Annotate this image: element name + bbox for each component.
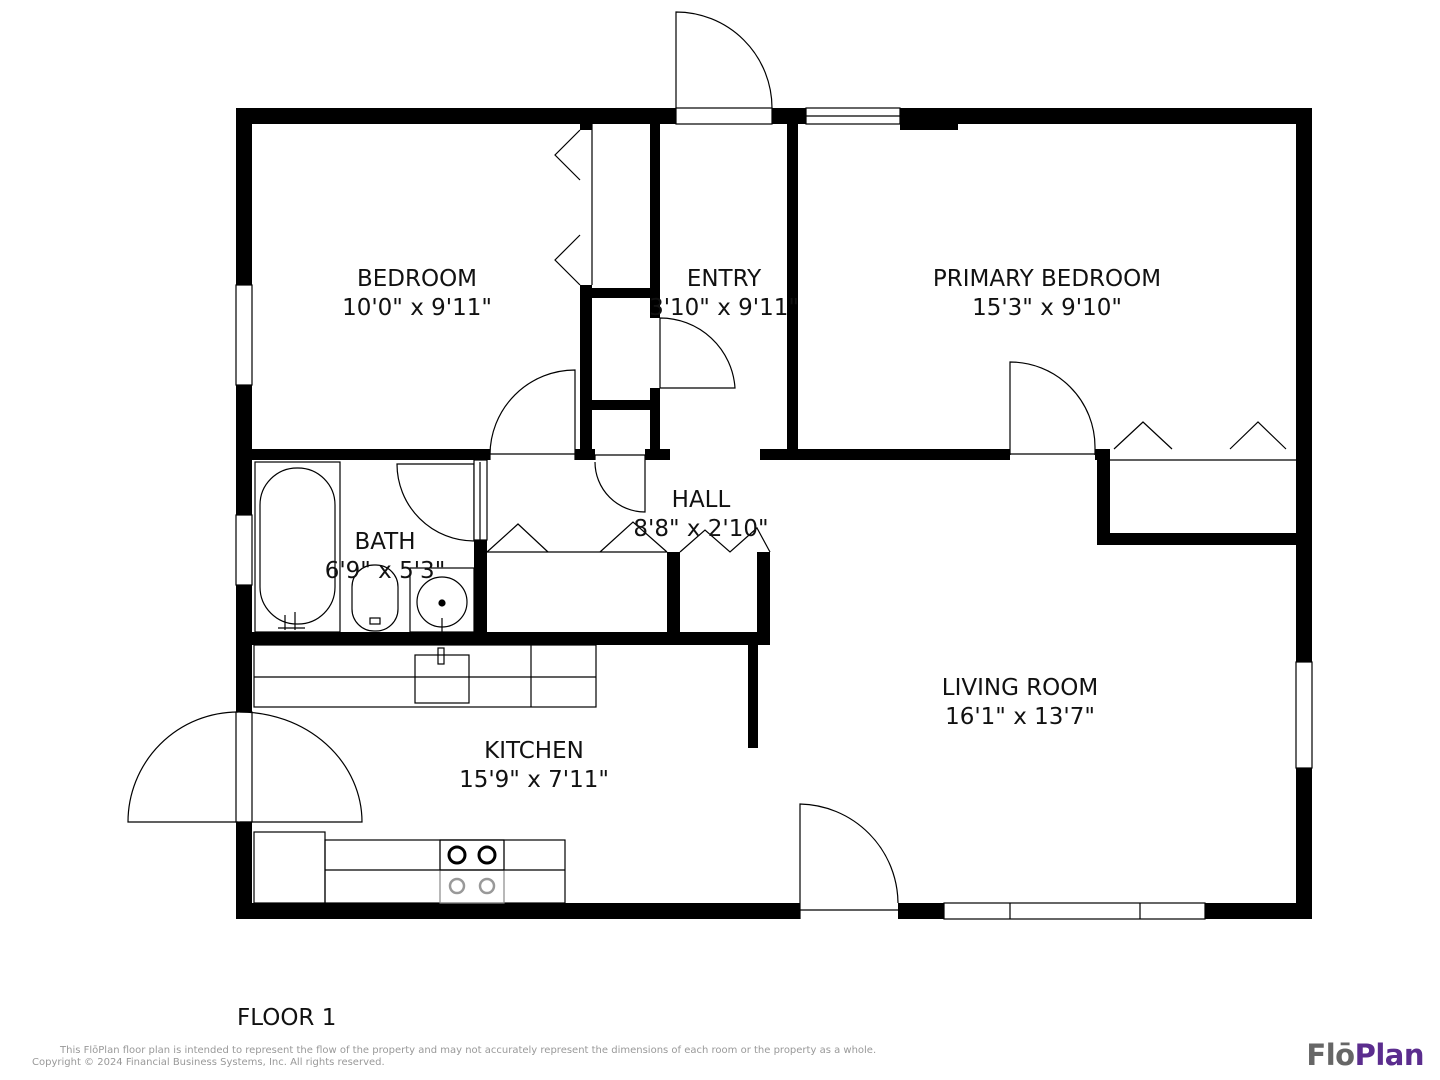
bathtub bbox=[254, 461, 341, 633]
closet-door bbox=[554, 129, 581, 286]
bedroom-door bbox=[489, 369, 576, 460]
room-name-bedroom: BEDROOM bbox=[357, 266, 477, 292]
disclaimer-text: This FlōPlan floor plan is intended to r… bbox=[60, 1045, 877, 1056]
room-dims-living-room: 16'1" x 13'7" bbox=[945, 704, 1095, 730]
fixtures bbox=[253, 461, 597, 904]
room-name-kitchen: KITCHEN bbox=[484, 738, 584, 764]
kitchen-sink bbox=[414, 654, 470, 704]
room-labels: BEDROOM 10'0" x 9'11" ENTRY 3'10" x 9'11… bbox=[325, 266, 1161, 793]
walls bbox=[236, 108, 1312, 919]
kitchen-counter bbox=[253, 644, 597, 708]
window bbox=[235, 514, 253, 586]
logo-part1: Flō bbox=[1306, 1038, 1355, 1072]
room-name-living-room: LIVING ROOM bbox=[942, 675, 1099, 701]
room-name-primary-bedroom: PRIMARY BEDROOM bbox=[933, 266, 1161, 292]
window bbox=[943, 902, 1206, 920]
entry-door bbox=[675, 11, 773, 109]
room-dims-primary-bedroom: 15'3" x 9'10" bbox=[972, 295, 1122, 321]
doors-windows bbox=[127, 11, 1313, 920]
floor-label: FLOOR 1 bbox=[237, 1005, 337, 1031]
room-dims-bedroom: 10'0" x 9'11" bbox=[342, 295, 492, 321]
room-name-bath: BATH bbox=[354, 529, 415, 555]
refrigerator bbox=[253, 831, 326, 904]
room-dims-kitchen: 15'9" x 7'11" bbox=[459, 767, 609, 793]
toilet bbox=[351, 564, 399, 632]
room-name-hall: HALL bbox=[672, 487, 731, 513]
window bbox=[235, 284, 253, 386]
room-name-entry: ENTRY bbox=[687, 266, 762, 292]
room-dims-entry: 3'10" x 9'11" bbox=[649, 295, 799, 321]
logo-part2: Plan bbox=[1354, 1038, 1425, 1072]
room-dims-bath: 6'9" x 5'3" bbox=[325, 558, 446, 584]
room-dims-hall: 8'8" x 2'10" bbox=[633, 516, 768, 542]
copyright-text: Copyright © 2024 Financial Business Syst… bbox=[32, 1057, 385, 1068]
kitchen-counter bbox=[324, 839, 566, 904]
window bbox=[1295, 661, 1313, 769]
disclaimer-block: This FlōPlan floor plan is intended to r… bbox=[32, 1045, 876, 1069]
floplan-logo: FlōPlan bbox=[1306, 1038, 1424, 1072]
